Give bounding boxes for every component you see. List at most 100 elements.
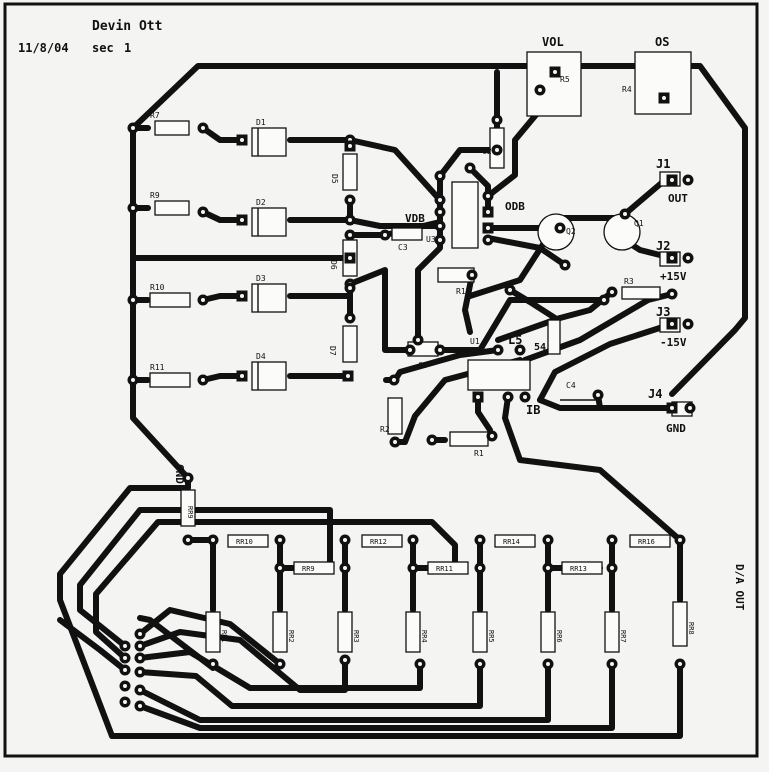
da-out-label: D/A OUT [733,564,746,611]
pad-hole [602,298,606,302]
svg-text:C5: C5 [418,361,428,370]
pad-hole [438,210,442,214]
pads-layer [119,66,696,712]
svg-text:GND: GND [666,422,686,435]
svg-text:RR10: RR10 [236,538,253,546]
pad-hole [138,704,142,708]
pad-hole [662,96,666,100]
pad-hole [670,322,674,326]
svg-text:ODB: ODB [505,200,525,213]
resistor-r10: R10 [149,283,191,308]
pad-hole [508,288,512,292]
pad-hole [411,566,415,570]
pad-hole [278,662,282,666]
pad-hole [123,644,127,648]
odb-label: ODB [505,200,525,213]
svg-text:RR9: RR9 [186,506,194,519]
pad-hole [418,662,422,666]
pad-hole [610,538,614,542]
svg-text:J1: J1 [656,157,670,171]
pad-hole [553,70,557,74]
pad-hole [123,684,127,688]
pad-hole [278,566,282,570]
pad-hole [211,538,215,542]
rr-h-row: RR10 RR12 RR14 RR16 [227,534,671,548]
resistor-r9: R9 [150,191,190,216]
svg-text:U1: U1 [470,337,480,346]
pad-hole [348,233,352,237]
pad-hole [476,395,480,399]
svg-text:+15V: +15V [660,270,687,283]
pad-hole [131,378,135,382]
chip-u3: VDB U3 [405,181,479,249]
pad-hole [430,438,434,442]
pad-hole [383,233,387,237]
rr-v-row: RR1 RR2 RR3 RR4 RR5 RR6 RR7 RR8 [205,601,695,653]
svg-text:R7: R7 [150,111,160,120]
svg-text:J3: J3 [656,305,670,319]
date-label: 11/8/04 [18,41,69,55]
svg-text:RR1: RR1 [220,630,228,643]
os-connector: OS R4 [622,35,692,115]
svg-text:Q1: Q1 [634,219,644,228]
pad-hole [563,263,567,267]
pad-hole [438,224,442,228]
svg-text:R11: R11 [150,363,165,372]
pad-hole [138,656,142,660]
pad-hole [610,290,614,294]
pad-hole [523,395,527,399]
diode-d2: D2 [251,198,287,237]
svg-text:RR16: RR16 [638,538,655,546]
pad-hole [623,212,627,216]
pad-hole [678,538,682,542]
svg-text:D6: D6 [329,260,338,270]
pad-hole [610,566,614,570]
pad-hole [470,273,474,277]
pad-hole [201,378,205,382]
svg-text:VDB: VDB [405,212,425,225]
pad-hole [478,538,482,542]
svg-text:D4: D4 [256,352,266,361]
pad-hole [558,226,562,230]
pad-hole [201,210,205,214]
pad-hole [546,538,550,542]
svg-text:L5: L5 [508,333,522,347]
svg-text:D7: D7 [328,346,337,356]
svg-text:54: 54 [534,342,546,353]
svg-text:Q2: Q2 [566,227,576,236]
pad-hole [688,406,692,410]
pad-hole [546,662,550,666]
svg-text:RR3: RR3 [352,630,360,643]
diode-d1: D1 [251,118,287,157]
svg-text:C2: C2 [482,147,492,156]
board-outline [3,2,759,758]
sec-label: sec [92,41,114,55]
pad-hole [393,440,397,444]
svg-text:RR14: RR14 [503,538,520,546]
pad-hole [211,662,215,666]
pad-hole [478,566,482,570]
svg-text:OUT: OUT [668,192,688,205]
pad-hole [610,662,614,666]
resistor-r11: R11 [149,363,191,388]
pad-hole [490,434,494,438]
diode-d4: D4 [251,352,287,391]
pad-hole [670,406,674,410]
pad-hole [123,668,127,672]
pad-hole [201,126,205,130]
pad-hole [678,662,682,666]
pad-hole [343,538,347,542]
pad-hole [538,88,542,92]
pad-hole [495,148,499,152]
svg-text:D5: D5 [330,174,339,184]
pad-hole [348,144,352,148]
pad-hole [240,294,244,298]
resistor-r7: R7 [150,111,190,136]
ib-label: IB [526,403,540,417]
pad-hole [278,538,282,542]
pad-hole [686,178,690,182]
svg-text:R4: R4 [622,85,632,94]
svg-text:RR13: RR13 [570,565,587,573]
svg-text:R10: R10 [150,283,165,292]
